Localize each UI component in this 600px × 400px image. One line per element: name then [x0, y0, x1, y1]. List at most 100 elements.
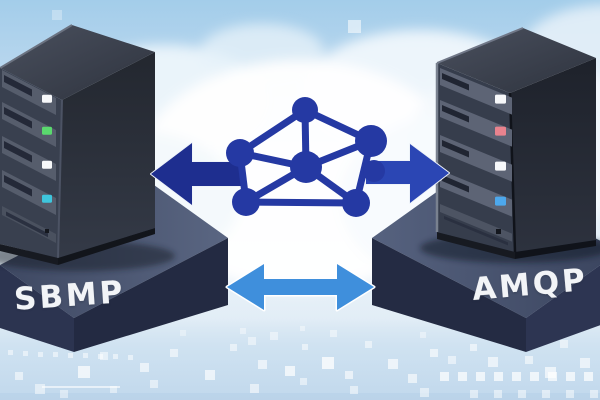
- drive-bay: [440, 68, 512, 115]
- mosaic-square: [476, 372, 485, 381]
- mosaic-square: [590, 390, 598, 398]
- mosaic-square: [560, 340, 568, 348]
- mosaic-square: [420, 332, 426, 338]
- led-indicator: [42, 194, 52, 203]
- mosaic-square: [584, 372, 593, 381]
- mosaic-square: [580, 358, 590, 368]
- mosaic-square: [300, 326, 305, 331]
- pedestal-right-front-face: [372, 238, 526, 352]
- mosaic-square: [83, 353, 88, 358]
- pedestal-left-front-face: [0, 265, 74, 352]
- double-arrow-icon: [225, 262, 376, 312]
- led-indicator: [42, 126, 52, 135]
- mosaic-square: [470, 390, 478, 398]
- mosaic-square: [205, 370, 215, 380]
- tower-right-corner-edge: [508, 92, 517, 253]
- tower-left-corner-edge: [57, 99, 63, 259]
- mosaic-square: [512, 372, 521, 381]
- mosaic-square: [566, 372, 575, 381]
- pedestal-right-side-face: [526, 265, 600, 352]
- power-dot: [496, 229, 501, 234]
- mosaic-square: [258, 360, 267, 369]
- drive-bay-slot: [4, 141, 32, 163]
- mosaic-square: [430, 349, 438, 357]
- mosaic-square: [494, 372, 503, 381]
- mosaic-square: [15, 372, 23, 380]
- network-node: [363, 160, 385, 182]
- mosaic-square: [250, 384, 259, 393]
- mosaic-square: [100, 352, 108, 360]
- mosaic-square: [60, 390, 68, 398]
- drive-bay-slot: [4, 175, 32, 197]
- tower-left-top-rim: [0, 24, 73, 69]
- mosaic-square: [140, 363, 149, 372]
- mosaic-square: [448, 356, 456, 364]
- mosaic-squares: [8, 10, 598, 398]
- tower-right-base: [437, 232, 515, 259]
- tower-left-base: [0, 244, 58, 265]
- mosaic-square: [365, 341, 372, 348]
- drive-bay-slot: [442, 140, 469, 158]
- mosaic-square: [440, 372, 449, 381]
- mosaic-square: [388, 359, 398, 369]
- mosaic-square: [350, 386, 358, 394]
- mosaic-band-edge: [0, 393, 600, 400]
- drive-bay-slot: [442, 175, 469, 193]
- pedestal-left-side-face: [74, 238, 228, 352]
- led-indicator: [495, 126, 506, 136]
- mosaic-square: [53, 352, 58, 357]
- mosaic-square: [566, 390, 574, 398]
- drive-bay: [440, 135, 512, 182]
- tower-right-top-face: [437, 28, 596, 93]
- mosaic-square: [285, 366, 295, 376]
- mosaic-square: [458, 372, 467, 381]
- drive-bay-slot: [4, 75, 32, 97]
- server-tower-right: [435, 27, 596, 259]
- mosaic-square: [38, 352, 43, 357]
- mosaic-square: [113, 354, 118, 359]
- tower-right-base-side: [515, 240, 596, 259]
- network-node: [355, 125, 387, 157]
- led-indicator: [495, 94, 506, 104]
- mosaic-square: [518, 390, 526, 398]
- tower-left-top-face: [0, 25, 155, 100]
- network-node: [342, 189, 370, 217]
- mosaic-square: [408, 374, 417, 383]
- tower-left-drive-bays: [2, 70, 56, 243]
- led-indicator: [495, 196, 506, 206]
- mosaic-square: [530, 372, 539, 381]
- mosaic-square: [542, 390, 550, 398]
- tower-right-side-face: [510, 58, 596, 252]
- mosaic-square: [150, 380, 158, 388]
- mosaic-square: [23, 351, 28, 356]
- network-node: [290, 151, 322, 183]
- mosaic-square: [302, 344, 308, 350]
- mosaic-square: [248, 337, 256, 345]
- drive-bay: [440, 170, 512, 217]
- network-node: [232, 188, 260, 216]
- mosaic-square: [345, 371, 353, 379]
- mosaic-square: [42, 386, 120, 388]
- mosaic-square: [8, 350, 13, 355]
- mosaic-square: [300, 378, 307, 385]
- tower-right-top-rim: [436, 27, 524, 64]
- mosaic-square: [170, 349, 178, 357]
- vent-groove: [444, 216, 508, 246]
- network-node: [226, 139, 254, 167]
- drive-bay-slot: [442, 105, 469, 123]
- drive-bay: [440, 100, 512, 147]
- server-tower-left: [0, 24, 155, 265]
- mosaic-square: [68, 353, 73, 358]
- network-graph-icon: [226, 97, 387, 217]
- drive-bay-slot: [442, 73, 469, 91]
- mosaic-square: [270, 332, 278, 340]
- vent-groove: [6, 211, 48, 238]
- mosaic-square: [494, 390, 502, 398]
- mosaic-square: [230, 344, 237, 351]
- mosaic-square: [525, 356, 533, 364]
- mosaic-square: [110, 386, 117, 393]
- vent-strip: [440, 204, 512, 242]
- led-indicator: [495, 161, 506, 171]
